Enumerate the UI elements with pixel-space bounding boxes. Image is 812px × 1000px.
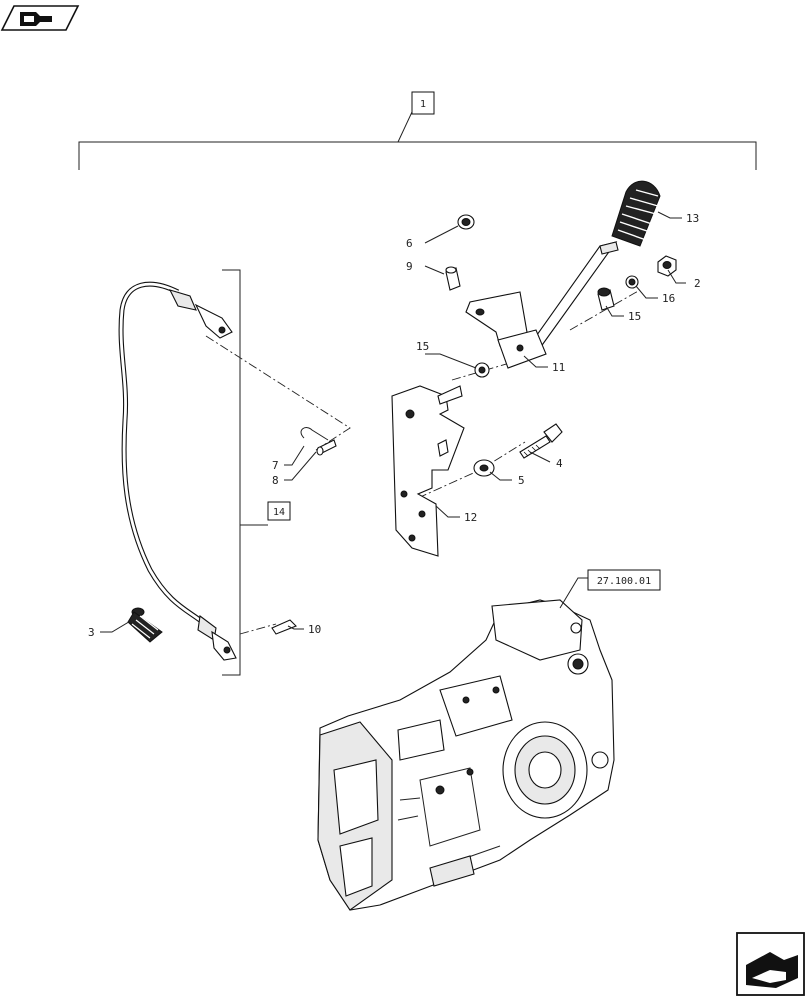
subassembly-reference: 14: [273, 507, 285, 518]
callout-2: 2: [694, 277, 701, 290]
bushing-part-9: [445, 266, 461, 291]
assembly-reference: 1: [420, 99, 426, 110]
callout-5: 5: [518, 474, 525, 487]
callout-9: 9: [406, 260, 413, 273]
lever-part-11: [465, 241, 619, 369]
callout-15-left: 15: [416, 340, 429, 353]
hand-pointer-next-icon: [746, 952, 798, 988]
callout-3: 3: [88, 626, 95, 639]
transmission-housing: [317, 599, 615, 911]
clip-part-7: [300, 427, 329, 441]
rubber-boot-part-3: [127, 607, 163, 643]
related-group-reference-box[interactable]: 27.100.01: [587, 569, 661, 591]
assembly-reference-box[interactable]: 1: [411, 91, 435, 115]
callout-13: 13: [686, 212, 699, 225]
washer-part-6: [457, 214, 475, 230]
callout-10: 10: [308, 623, 321, 636]
callout-4: 4: [556, 457, 563, 470]
bracket-plate-part-12: [391, 385, 465, 557]
control-cable: [118, 281, 237, 661]
pin-part-8: [316, 439, 337, 456]
bolt-part-4: [519, 423, 563, 459]
next-nav-button[interactable]: [736, 932, 805, 996]
callout-16: 16: [662, 292, 675, 305]
bushing-part-15-right: [597, 287, 615, 311]
washer-part-16: [625, 275, 639, 289]
washer-part-5: [473, 459, 495, 477]
callout-15-right: 15: [628, 310, 641, 323]
back-nav-button[interactable]: [0, 5, 80, 31]
nut-part-2: [657, 255, 677, 277]
callout-8: 8: [272, 474, 279, 487]
split-pin-part-10: [271, 619, 297, 635]
callout-12: 12: [464, 511, 477, 524]
callout-7: 7: [272, 459, 279, 472]
bushing-part-15-left: [474, 362, 490, 378]
callout-11: 11: [552, 361, 565, 374]
subassembly-reference-box[interactable]: 14: [267, 501, 291, 521]
related-group-reference: 27.100.01: [597, 576, 651, 587]
knob-grip-part-13: [611, 180, 661, 247]
callout-6: 6: [406, 237, 413, 250]
subassembly-bracket: [222, 269, 268, 676]
hand-pointer-back-icon: [20, 12, 52, 26]
